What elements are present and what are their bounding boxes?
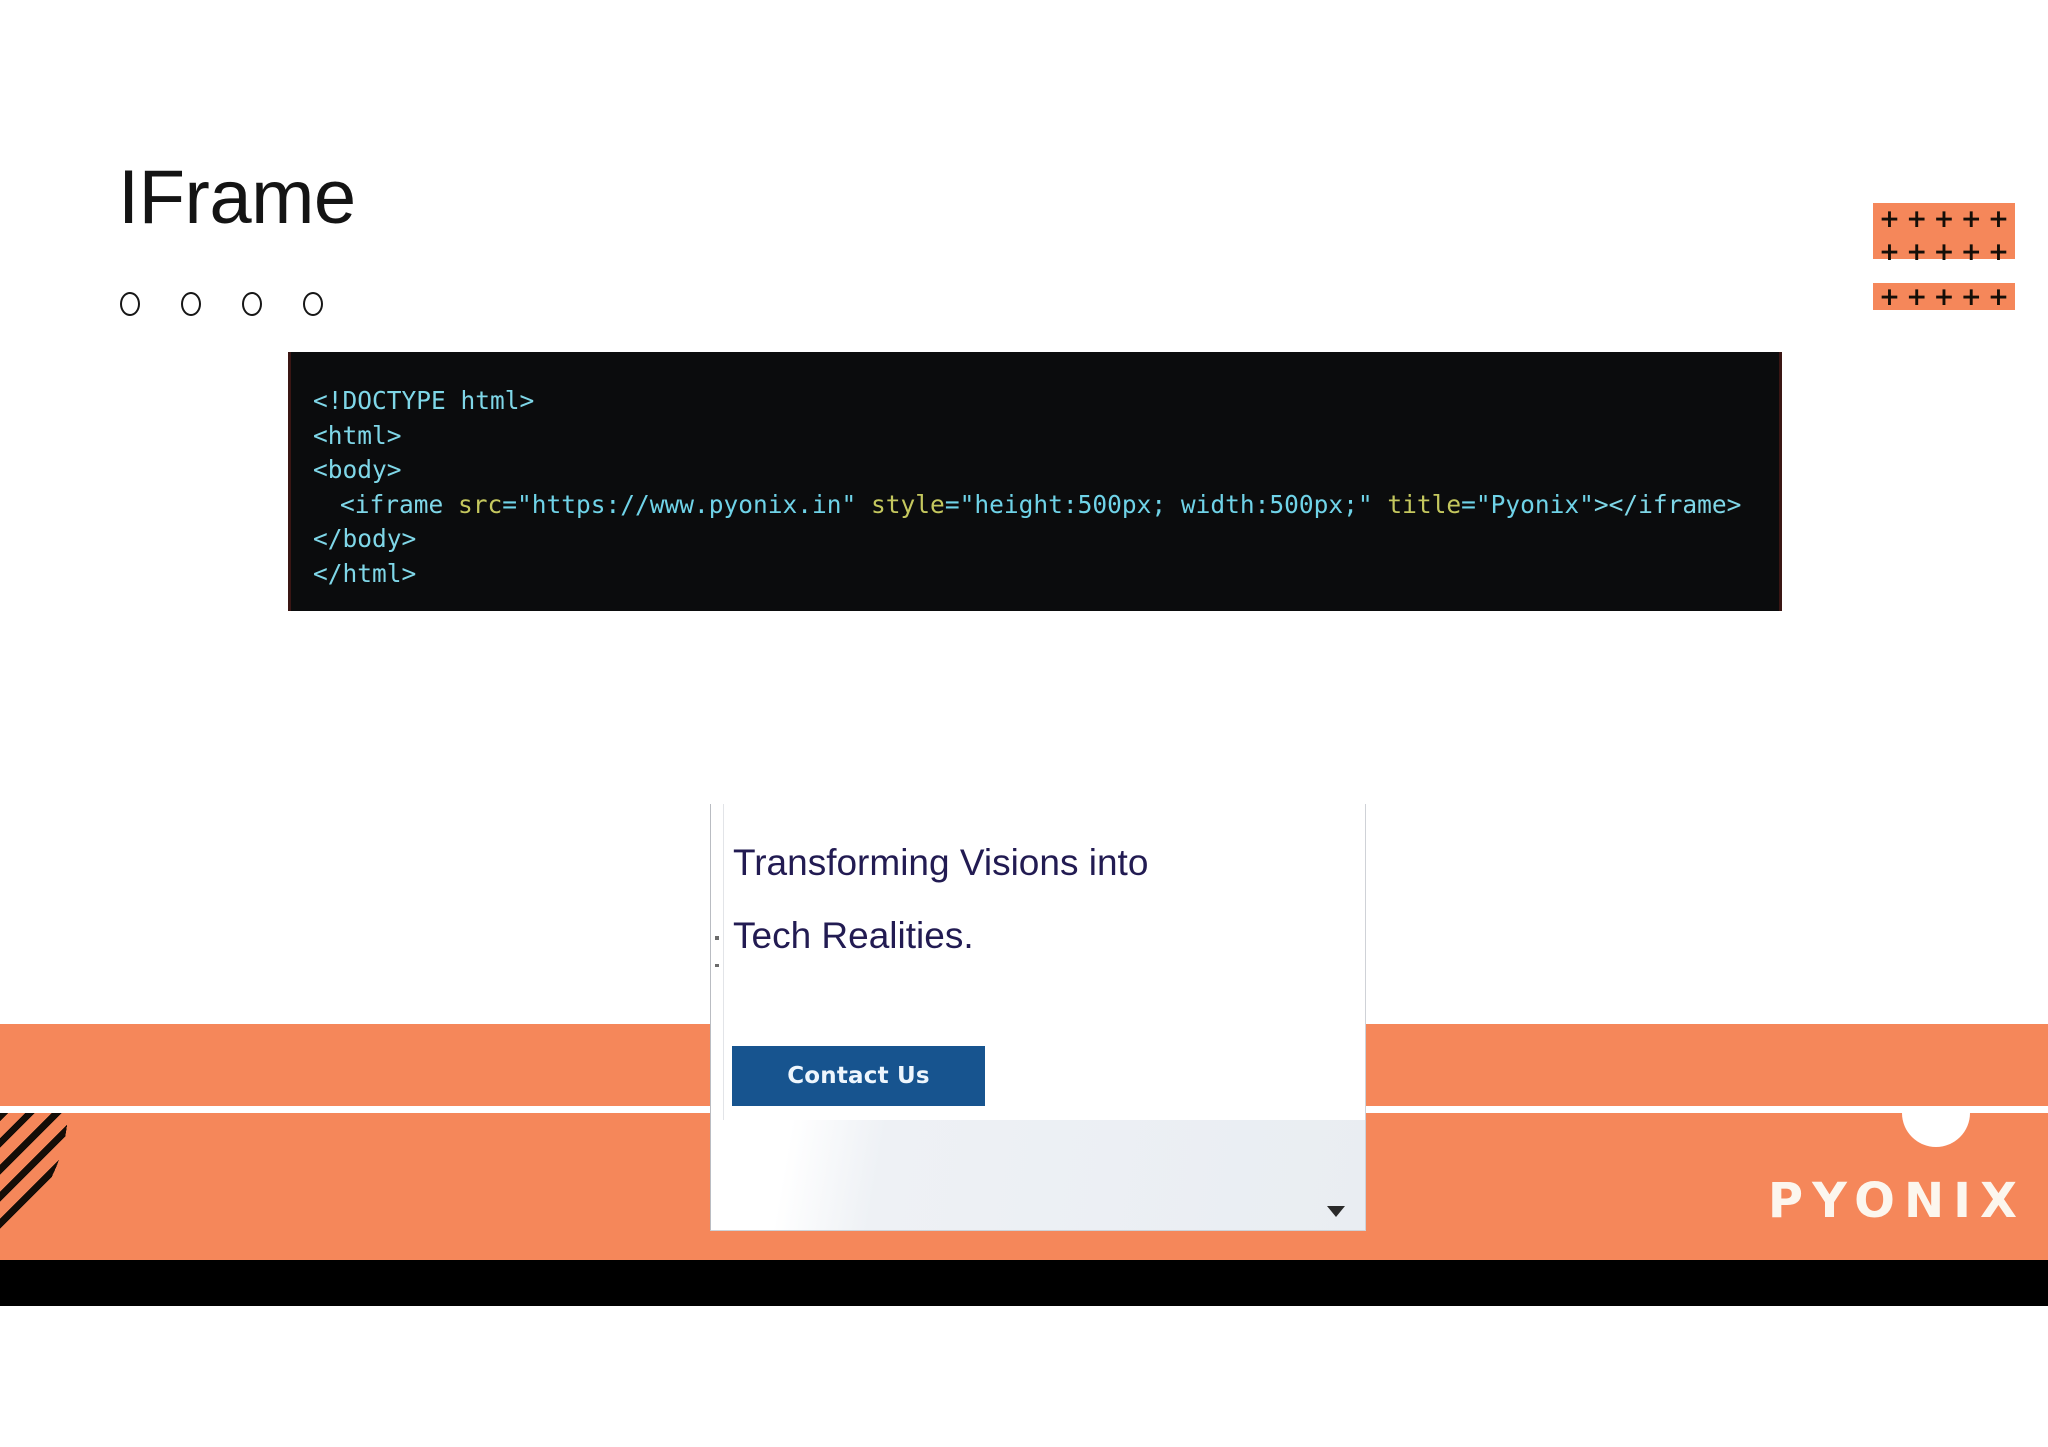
plus-icon: + <box>1960 204 1982 233</box>
plus-row: + + + + + <box>1879 282 2009 311</box>
semicircle-notch <box>1902 1113 1970 1147</box>
bullet-dot-group <box>120 292 323 316</box>
plus-icon: + <box>1879 236 1900 266</box>
code-token-tag: <!DOCTYPE html> <box>313 386 535 415</box>
code-line: </body> <box>313 522 1779 557</box>
plus-icon: + <box>1906 236 1928 266</box>
bullet-dot-4 <box>303 292 323 316</box>
scroll-tick <box>715 936 719 940</box>
code-token-tag: </html> <box>313 558 417 588</box>
code-token-tag: <body> <box>313 455 402 485</box>
plus-icon: + <box>1879 282 1900 311</box>
code-token-attr: src <box>458 489 503 519</box>
plus-icon: + <box>1960 236 1982 266</box>
plus-icon: + <box>1906 282 1928 311</box>
bullet-dot-3 <box>242 292 262 316</box>
plus-icon: + <box>1988 282 2009 311</box>
code-token-tag: </body> <box>313 524 417 554</box>
diagonal-stripes-decoration <box>0 1113 76 1260</box>
plus-grid-lower: + + + + + <box>1873 283 2015 310</box>
black-footer-bar <box>0 1260 2048 1306</box>
plus-row: + + + + + <box>1879 236 2009 266</box>
iframe-content-area <box>711 1120 1365 1230</box>
code-line: </html> <box>313 557 1779 592</box>
code-token-val: ="height:500px; width:500px;" <box>944 489 1388 519</box>
chevron-down-icon[interactable] <box>1327 1206 1345 1217</box>
code-line: <body> <box>313 453 1779 488</box>
plus-icon: + <box>1933 236 1955 266</box>
code-token-tag: <iframe <box>340 489 459 519</box>
plus-row: + + + + + <box>1879 204 2009 233</box>
plus-icon: + <box>1933 204 1955 233</box>
code-snippet-block: <!DOCTYPE html><html><body><iframe src="… <box>288 352 1782 611</box>
scroll-tick <box>715 964 719 967</box>
code-token-val: ="Pyonix" <box>1461 489 1594 519</box>
bullet-dot-2 <box>181 292 201 316</box>
bullet-dot-1 <box>120 292 140 316</box>
plus-icon: + <box>1879 204 1900 233</box>
plus-icon: + <box>1988 204 2009 233</box>
page-title: IFrame <box>118 155 356 240</box>
code-token-attr: style <box>871 489 945 519</box>
plus-icon: + <box>1960 282 1982 311</box>
plus-pattern-decoration: + + + + + + + + + + + + + + + <box>1873 203 2015 310</box>
code-token-val: ="https://www.pyonix.in" <box>502 489 872 519</box>
code-line: <iframe src="https://www.pyonix.in" styl… <box>313 488 1779 523</box>
code-line: <!DOCTYPE html> <box>313 384 1779 419</box>
code-token-attr: title <box>1387 489 1462 519</box>
contact-us-button[interactable]: Contact Us <box>732 1046 985 1106</box>
iframe-hero-heading: Transforming Visions into Tech Realities… <box>733 842 1149 956</box>
code-line: <html> <box>313 419 1779 454</box>
plus-icon: + <box>1906 204 1928 233</box>
plus-icon: + <box>1933 282 1955 311</box>
code-token-tag: ></iframe> <box>1593 489 1742 519</box>
iframe-preview-viewport[interactable]: Transforming Visions into Tech Realities… <box>710 804 1366 1231</box>
plus-grid-upper: + + + + + + + + + + <box>1873 203 2015 266</box>
plus-icon: + <box>1988 236 2009 266</box>
code-token-tag: <html> <box>313 420 402 450</box>
brand-wordmark: PYONIX <box>1767 1173 2026 1229</box>
